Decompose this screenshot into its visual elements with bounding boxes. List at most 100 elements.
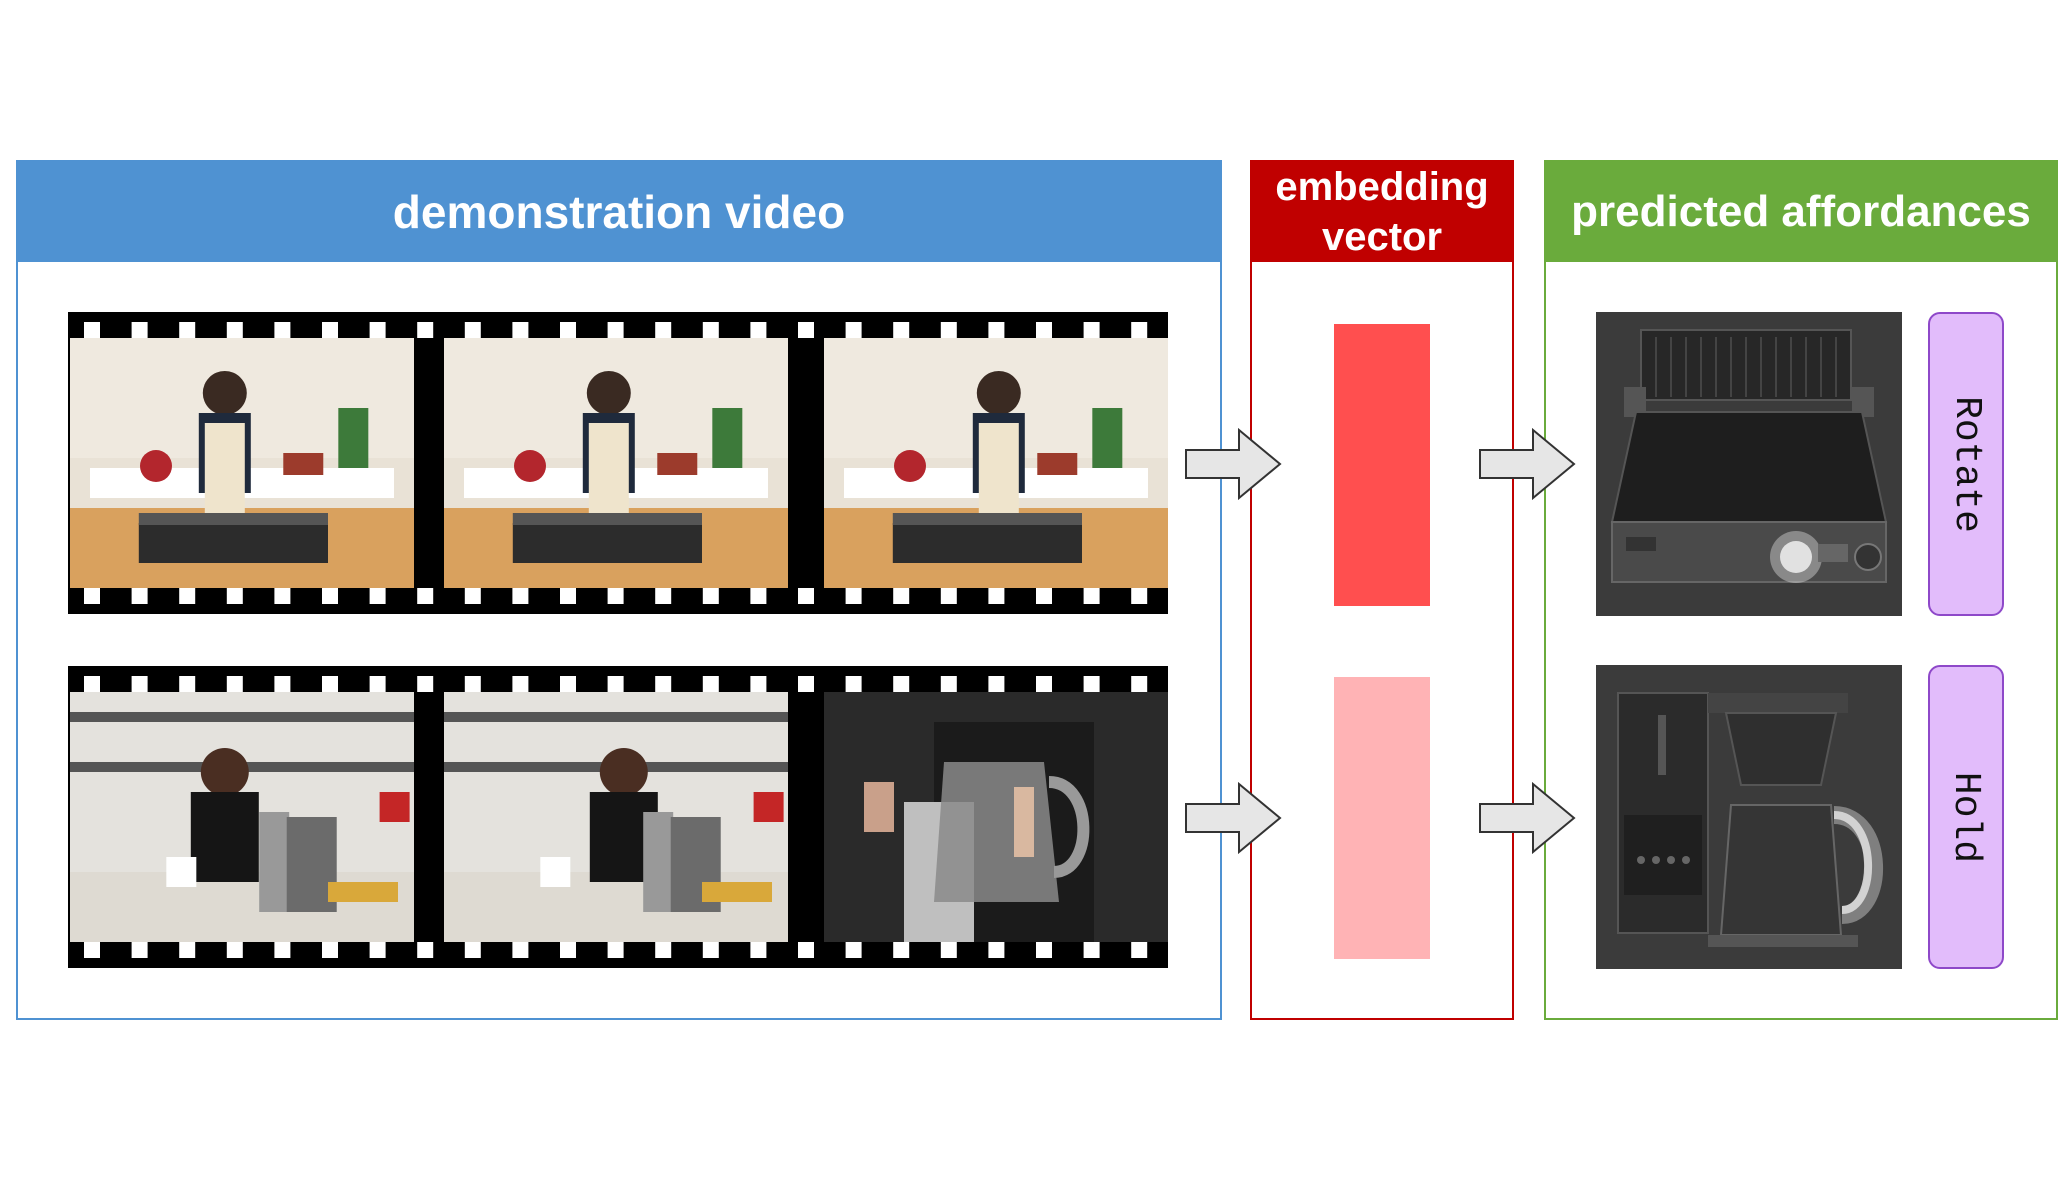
sprocket-hole xyxy=(607,588,624,604)
sprocket-hole xyxy=(226,676,243,692)
sprocket-hole xyxy=(1036,942,1052,958)
arrow-video-to-embedding-row2-icon xyxy=(1185,782,1282,854)
sprocket-hole xyxy=(131,588,148,604)
embedding-vector-coffee-maker xyxy=(1334,677,1430,959)
sprocket-hole xyxy=(1131,322,1148,338)
sprocket-hole xyxy=(560,588,576,604)
embedding-vector-title-line1: embedding xyxy=(1275,165,1489,209)
sprocket-hole xyxy=(131,676,148,692)
sprocket-hole xyxy=(179,322,196,338)
grill-video-frame-3 xyxy=(824,338,1168,588)
coffee-maker-image xyxy=(1596,665,1902,969)
sprocket-hole xyxy=(322,942,338,958)
sprocket-hole xyxy=(1131,676,1148,692)
sprocket-hole xyxy=(845,676,862,692)
sprocket-hole xyxy=(988,942,1005,958)
arrow-video-to-embedding-row1-icon xyxy=(1185,428,1282,500)
grill-video-frame-1 xyxy=(70,338,414,588)
coffee-maker-demo-filmstrip xyxy=(68,666,1168,968)
sprocket-hole xyxy=(417,588,434,604)
sprocket-hole xyxy=(1036,588,1052,604)
sprocket-hole xyxy=(322,322,338,338)
sprocket-hole xyxy=(179,942,196,958)
sprocket-hole xyxy=(988,676,1005,692)
sprocket-hole xyxy=(750,588,767,604)
sprocket-hole xyxy=(512,588,529,604)
sprocket-hole xyxy=(274,676,291,692)
sprocket-hole xyxy=(322,676,338,692)
affordance-hold: Hold xyxy=(1928,665,2004,969)
sprocket-hole xyxy=(988,322,1005,338)
coffee-video-frame-2 xyxy=(444,692,788,942)
sprocket-hole xyxy=(226,942,243,958)
sprocket-hole xyxy=(560,942,576,958)
sprocket-hole xyxy=(84,322,100,338)
sprocket-hole xyxy=(226,322,243,338)
sprocket-hole xyxy=(274,588,291,604)
sprocket-hole xyxy=(940,322,957,338)
sprocket-hole xyxy=(702,322,719,338)
sprocket-hole xyxy=(1083,942,1100,958)
sprocket-hole xyxy=(131,942,148,958)
sprocket-hole xyxy=(274,942,291,958)
sprocket-hole xyxy=(750,676,767,692)
affordance-rotate: Rotate xyxy=(1928,312,2004,616)
sprocket-hole xyxy=(655,676,672,692)
sprocket-hole xyxy=(1131,942,1148,958)
sprocket-hole xyxy=(798,676,814,692)
affordance-hold-label: Hold xyxy=(1944,771,1988,863)
sprocket-hole xyxy=(845,942,862,958)
sprocket-hole xyxy=(417,942,434,958)
sprocket-hole xyxy=(84,588,100,604)
sprocket-hole xyxy=(702,942,719,958)
sprocket-hole xyxy=(655,588,672,604)
sprocket-hole xyxy=(417,322,434,338)
coffee-video-frame-1 xyxy=(70,692,414,942)
sprocket-hole xyxy=(560,676,576,692)
sprocket-hole xyxy=(940,676,957,692)
sprocket-hole xyxy=(1083,588,1100,604)
sprocket-hole xyxy=(798,322,814,338)
filmstrip-graphic xyxy=(70,676,1168,958)
sprocket-hole xyxy=(179,676,196,692)
sprocket-hole xyxy=(893,588,910,604)
sprocket-hole xyxy=(131,322,148,338)
sprocket-hole xyxy=(702,588,719,604)
sprocket-hole xyxy=(893,942,910,958)
sprocket-hole xyxy=(84,676,100,692)
grill-video-frame-2 xyxy=(444,338,788,588)
arrow-embedding-to-affordance-row2-icon xyxy=(1479,782,1576,854)
arrow-embedding-to-affordance-row1-icon xyxy=(1479,428,1576,500)
sprocket-hole xyxy=(702,676,719,692)
coffee-video-frame-3 xyxy=(824,692,1168,942)
sprocket-hole xyxy=(512,676,529,692)
embedding-vector-header: embedding vector xyxy=(1252,162,1512,262)
sprocket-hole xyxy=(369,942,386,958)
sprocket-hole xyxy=(1036,676,1052,692)
embedding-vector-title-line2: vector xyxy=(1321,215,1443,259)
sprocket-hole xyxy=(464,676,481,692)
sprocket-hole xyxy=(607,676,624,692)
sprocket-hole xyxy=(417,676,434,692)
sprocket-hole xyxy=(798,942,814,958)
embedding-vector-grill xyxy=(1334,324,1430,606)
demonstration-video-header: demonstration video xyxy=(18,162,1220,262)
affordance-rotate-label: Rotate xyxy=(1944,395,1988,533)
predicted-affordances-title: predicted affordances xyxy=(1571,187,2031,236)
sprocket-hole xyxy=(1036,322,1052,338)
sprocket-hole xyxy=(750,942,767,958)
sprocket-hole xyxy=(84,942,100,958)
sprocket-hole xyxy=(464,322,481,338)
sprocket-hole xyxy=(369,322,386,338)
grill-demo-filmstrip xyxy=(68,312,1168,614)
sprocket-hole xyxy=(655,322,672,338)
sprocket-hole xyxy=(607,322,624,338)
filmstrip-graphic xyxy=(70,322,1168,604)
sprocket-hole xyxy=(845,322,862,338)
demonstration-video-title: demonstration video xyxy=(392,186,846,238)
sprocket-hole xyxy=(369,588,386,604)
sprocket-hole xyxy=(940,588,957,604)
contact-grill-image xyxy=(1596,312,1902,616)
sprocket-hole xyxy=(369,676,386,692)
sprocket-hole xyxy=(560,322,576,338)
